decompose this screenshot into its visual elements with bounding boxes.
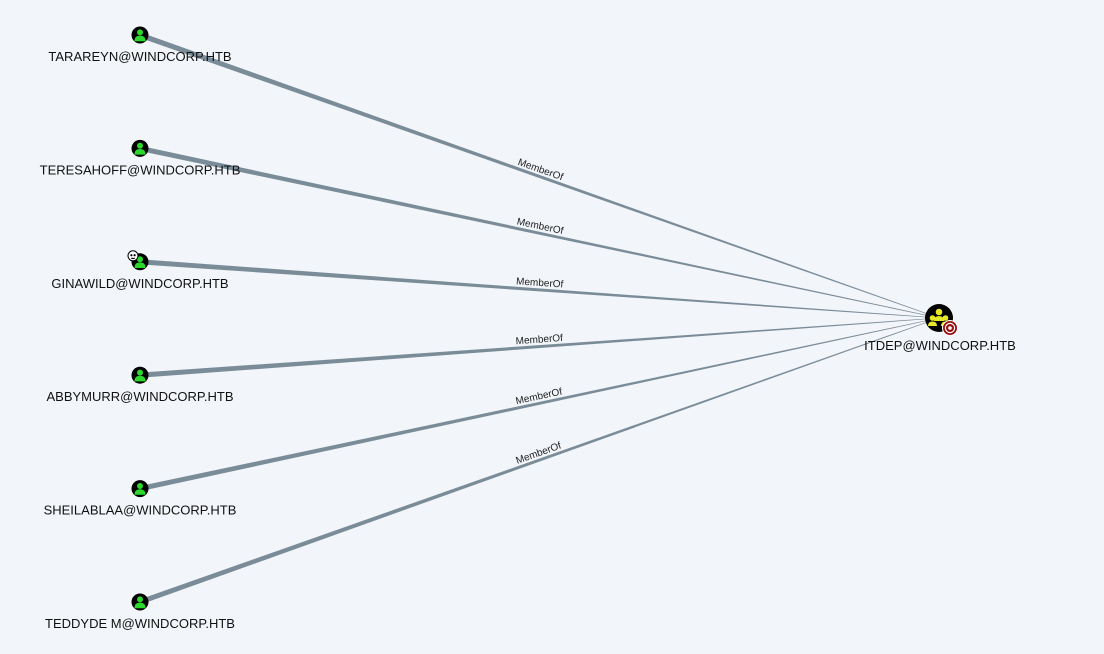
user-node[interactable]: TARAREYN@WINDCORP.HTB bbox=[48, 26, 232, 65]
edges-layer bbox=[139, 32, 940, 605]
user-icon bbox=[131, 366, 149, 384]
edge-label: MemberOf bbox=[516, 276, 564, 290]
user-label: TERESAHOFF@WINDCORP.HTB bbox=[40, 162, 241, 177]
user-label: ABBYMURR@WINDCORP.HTB bbox=[46, 389, 233, 404]
edge-label: MemberOf bbox=[515, 333, 563, 347]
edge-labels-layer: MemberOfMemberOfMemberOfMemberOfMemberOf… bbox=[515, 157, 565, 467]
group-label: ITDEP@WINDCORP.HTB bbox=[864, 338, 1016, 353]
user-label: TEDDYDE M@WINDCORP.HTB bbox=[45, 616, 235, 631]
target-icon bbox=[942, 320, 958, 336]
user-icon bbox=[131, 593, 149, 611]
memberof-edge[interactable] bbox=[139, 259, 940, 319]
memberof-edge[interactable] bbox=[139, 317, 940, 605]
memberof-edge[interactable] bbox=[139, 32, 940, 319]
group-node[interactable]: ITDEP@WINDCORP.HTB bbox=[864, 304, 1016, 353]
user-icon bbox=[131, 480, 149, 498]
user-label: TARAREYN@WINDCORP.HTB bbox=[48, 49, 231, 64]
user-node[interactable]: TEDDYDE M@WINDCORP.HTB bbox=[45, 593, 235, 632]
user-node[interactable]: TERESAHOFF@WINDCORP.HTB bbox=[40, 139, 241, 178]
user-icon bbox=[131, 26, 149, 44]
user-node[interactable]: GINAWILD@WINDCORP.HTB bbox=[51, 250, 229, 291]
skull-icon bbox=[127, 250, 139, 262]
user-node[interactable]: ABBYMURR@WINDCORP.HTB bbox=[46, 366, 234, 405]
memberof-edge[interactable] bbox=[139, 317, 940, 492]
user-node[interactable]: SHEILABLAA@WINDCORP.HTB bbox=[44, 480, 237, 518]
memberof-edge[interactable] bbox=[139, 145, 940, 319]
user-label: SHEILABLAA@WINDCORP.HTB bbox=[44, 503, 237, 518]
user-icon bbox=[131, 139, 149, 157]
memberof-edge[interactable] bbox=[139, 317, 940, 378]
user-label: GINAWILD@WINDCORP.HTB bbox=[51, 276, 228, 291]
nodes-layer: TARAREYN@WINDCORP.HTB TERESAHOFF@WINDCORP… bbox=[40, 26, 1016, 632]
